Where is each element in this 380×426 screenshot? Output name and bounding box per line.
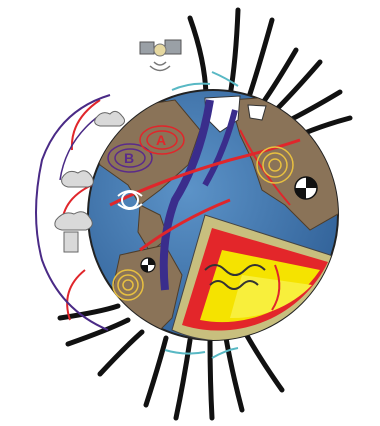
field-line [146,338,166,405]
beachball-icon [141,258,155,272]
beachball-icon [295,177,317,199]
field-line [248,20,272,100]
field-line [246,334,282,390]
field-line [286,92,340,122]
field-line [176,340,190,418]
field-line [210,340,212,418]
high-pressure-label: A [156,132,166,148]
field-line [68,320,128,344]
field-line [274,62,320,112]
globe [88,90,345,341]
field-line [100,332,142,374]
satellite-icon [140,40,181,71]
low-pressure-label: B [124,150,134,166]
